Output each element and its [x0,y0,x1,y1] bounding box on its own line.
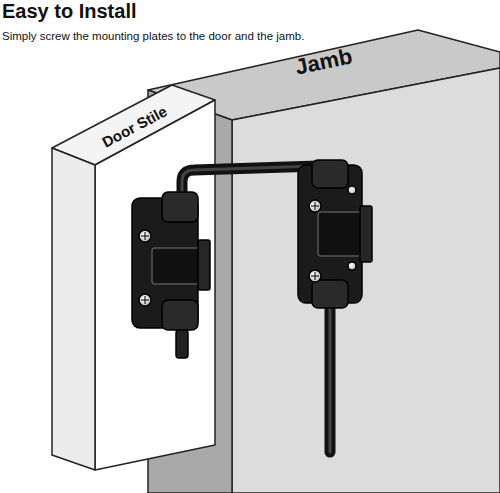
jamb-mounting-plate [298,160,372,308]
stile-mounting-plate [132,192,210,358]
door-stile [52,85,215,470]
instruction-text: Simply screw the mounting plates to the … [2,30,304,42]
page-title: Easy to Install [2,0,137,23]
